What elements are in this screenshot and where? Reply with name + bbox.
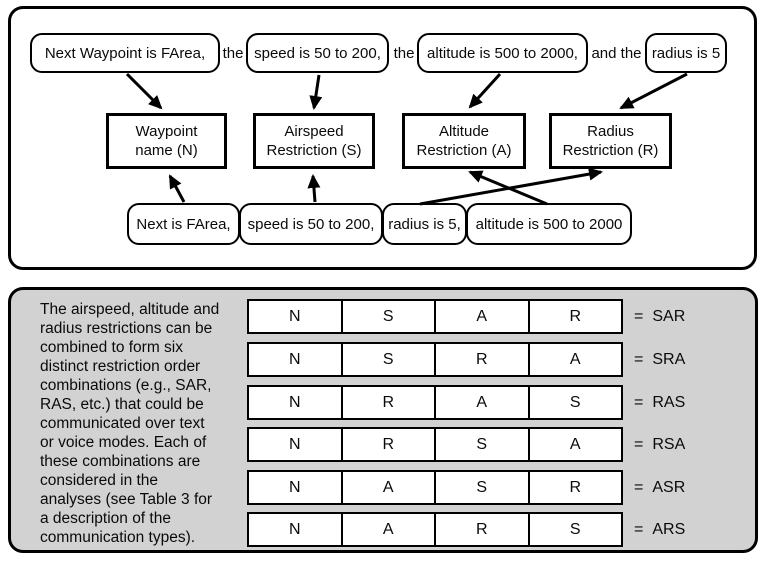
combination-cell: S [527,387,622,418]
equals-sign: = [634,350,644,368]
combination-cell: R [527,472,622,503]
equals-sign: = [634,393,644,411]
voice-connector-the-1: the [222,44,244,62]
combination-cell: A [527,344,622,375]
result-code: SRA [652,350,686,368]
text-segment-altitude-box: altitude is 500 to 2000 [466,203,632,245]
combination-result: = RAS [634,385,685,420]
combination-strip: N S A R [247,299,623,334]
combination-cell: N [288,307,301,325]
combination-cell: A [434,301,528,332]
combination-cell: S [434,472,528,503]
combination-strip: N R A S [247,385,623,420]
voice-connector-the-2: the [393,44,415,62]
combination-result: = ASR [634,470,685,505]
combination-row-asr: N A S R = ASR [247,470,707,505]
combination-row-rsa: N R S A = RSA [247,427,707,462]
text-segment-speed-box: speed is 50 to 200, [239,203,383,245]
voice-segment-altitude-box: altitude is 500 to 2000, [417,33,588,73]
text-segment-waypoint-box: Next is FArea, [127,203,240,245]
voice-segment-speed-box: speed is 50 to 200, [246,33,389,73]
equals-sign: = [634,435,644,453]
combination-cell: A [340,472,435,503]
result-code: ARS [652,520,686,538]
voice-segment-radius-label: radius is 5 [651,44,721,62]
combination-row-sar: N S A R = SAR [247,299,707,334]
combination-cell: A [434,387,528,418]
figure-caption: The airspeed, altitude and radius restri… [40,301,220,546]
combination-strip: N R S A [247,427,623,462]
combination-cell: S [340,344,435,375]
combination-cell: N [288,350,301,368]
combination-result: = ARS [634,512,685,547]
voice-segment-waypoint-label: Next Waypoint is FArea, [44,44,206,62]
category-altitude-restriction-box: Altitude Restriction (A) [402,113,526,169]
voice-segment-radius-box: radius is 5 [645,33,727,73]
combination-cell: R [434,514,528,545]
combination-cell: N [288,393,301,411]
combination-strip: N A R S [247,512,623,547]
combination-cell: N [288,435,301,453]
combination-cell: S [434,429,528,460]
combination-cell: N [288,520,301,538]
result-code: RAS [652,393,686,411]
combination-result: = RSA [634,427,685,462]
combination-cell: R [340,429,435,460]
combination-strip: N S R A [247,342,623,377]
combination-result: = SAR [634,299,685,334]
category-radius-restriction-box: Radius Restriction (R) [549,113,672,169]
combination-cell: S [340,301,435,332]
text-segment-radius-box: radius is 5, [382,203,467,245]
voice-connector-and-the: and the [591,44,642,62]
combination-row-ars: N A R S = ARS [247,512,707,547]
combination-row-sra: N S R A = SRA [247,342,707,377]
result-code: ASR [652,478,686,496]
voice-segment-altitude-label: altitude is 500 to 2000, [427,44,578,62]
combination-row-ras: N R A S = RAS [247,385,707,420]
equals-sign: = [634,307,644,325]
combination-cell: A [527,429,622,460]
equals-sign: = [634,520,644,538]
combination-cell: R [434,344,528,375]
combination-cell: R [527,301,622,332]
combination-cell: A [340,514,435,545]
combination-cell: S [527,514,622,545]
combination-cell: R [340,387,435,418]
equals-sign: = [634,478,644,496]
category-airspeed-restriction-box: Airspeed Restriction (S) [253,113,375,169]
voice-segment-speed-label: speed is 50 to 200, [254,44,381,62]
combination-cell: N [288,478,301,496]
result-code: RSA [652,435,686,453]
combination-result: = SRA [634,342,685,377]
voice-segment-waypoint-box: Next Waypoint is FArea, [30,33,220,73]
category-waypoint-name-box: Waypoint name (N) [106,113,227,169]
result-code: SAR [652,307,686,325]
combination-strip: N A S R [247,470,623,505]
